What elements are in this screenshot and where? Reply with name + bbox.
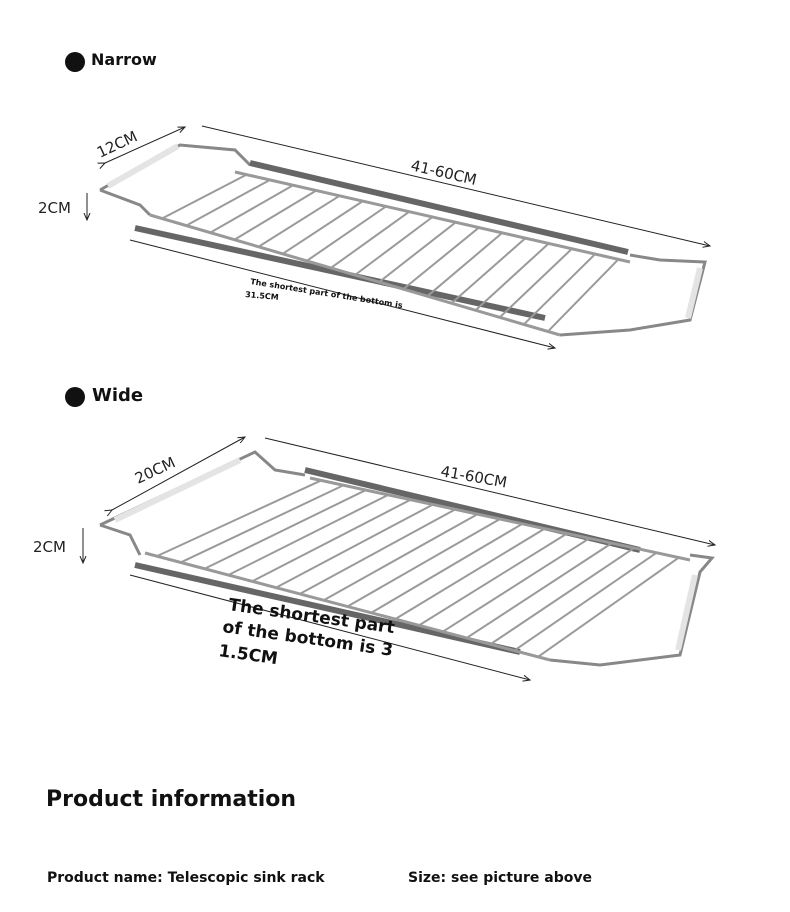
- product-size: Size: see picture above: [408, 870, 592, 886]
- rack-rung: [233, 189, 317, 241]
- rack-rung: [347, 518, 501, 608]
- rack-rung: [426, 232, 503, 297]
- rack-rung: [180, 484, 344, 564]
- height-dimension: 2CM: [33, 538, 66, 556]
- rack-rung: [513, 551, 658, 652]
- rack-rung: [185, 179, 271, 227]
- rack-rung: [402, 226, 480, 290]
- rack-rung: [442, 537, 590, 633]
- rack-rung: [354, 216, 434, 276]
- dimension-line: [112, 437, 245, 510]
- rack-rung: [299, 508, 456, 595]
- rack-rung: [323, 513, 479, 602]
- narrow-rack-image: [99, 143, 707, 337]
- rack-rung: [450, 237, 527, 304]
- rack-rung: [418, 532, 568, 627]
- rack-frame: [99, 188, 152, 217]
- handle-grip: [675, 574, 698, 651]
- rack-rung: [306, 205, 387, 262]
- section-label-wide: Wide: [92, 385, 144, 406]
- side-tube: [134, 225, 546, 321]
- dimension-line: [264, 437, 715, 545]
- wide-rack-image: [99, 450, 715, 667]
- length-dimension: 41-60CM: [409, 156, 478, 189]
- product-name: Product name: Telescopic sink rack: [47, 870, 325, 886]
- width-dimension: 20CM: [132, 453, 178, 487]
- dimension-line: [129, 239, 555, 348]
- handle-grip: [685, 267, 703, 319]
- width-dimension: 12CM: [94, 127, 140, 161]
- dimension-line: [129, 574, 530, 680]
- bottom-note: 1.5CM: [217, 641, 279, 669]
- dimension-line: [105, 127, 185, 163]
- rack-rung: [489, 547, 635, 646]
- dimension-line: [201, 125, 710, 246]
- bullet-icon: [65, 387, 85, 407]
- product-info-title: Product information: [46, 787, 297, 812]
- height-dimension: 2CM: [38, 199, 71, 217]
- section-label-narrow: Narrow: [91, 50, 157, 69]
- rack-rung: [537, 556, 680, 658]
- rack-rung: [204, 489, 367, 570]
- rack-rung: [378, 221, 457, 283]
- rack-rung: [499, 248, 573, 319]
- rack-rung: [547, 258, 620, 333]
- rack-rung: [209, 184, 294, 234]
- rack-frame: [549, 553, 715, 667]
- side-tube: [134, 562, 521, 655]
- bottom-note: 31.5CM: [245, 290, 279, 302]
- rack-rung: [161, 173, 248, 220]
- rack-rung: [474, 242, 550, 312]
- side-tube: [249, 160, 629, 255]
- rack-rung: [227, 493, 389, 576]
- rack-rung: [251, 498, 412, 583]
- rack-rung: [394, 527, 546, 620]
- rack-rung: [275, 503, 434, 589]
- rack-rung: [466, 542, 613, 639]
- rack-rung: [523, 253, 596, 326]
- rack-frame: [99, 523, 142, 556]
- rack-rung: [282, 200, 364, 255]
- rack-rung: [330, 210, 410, 269]
- rack-rung: [257, 194, 341, 248]
- rack-rung: [156, 479, 322, 558]
- bullet-icon: [65, 52, 85, 72]
- rack-rung: [370, 522, 523, 614]
